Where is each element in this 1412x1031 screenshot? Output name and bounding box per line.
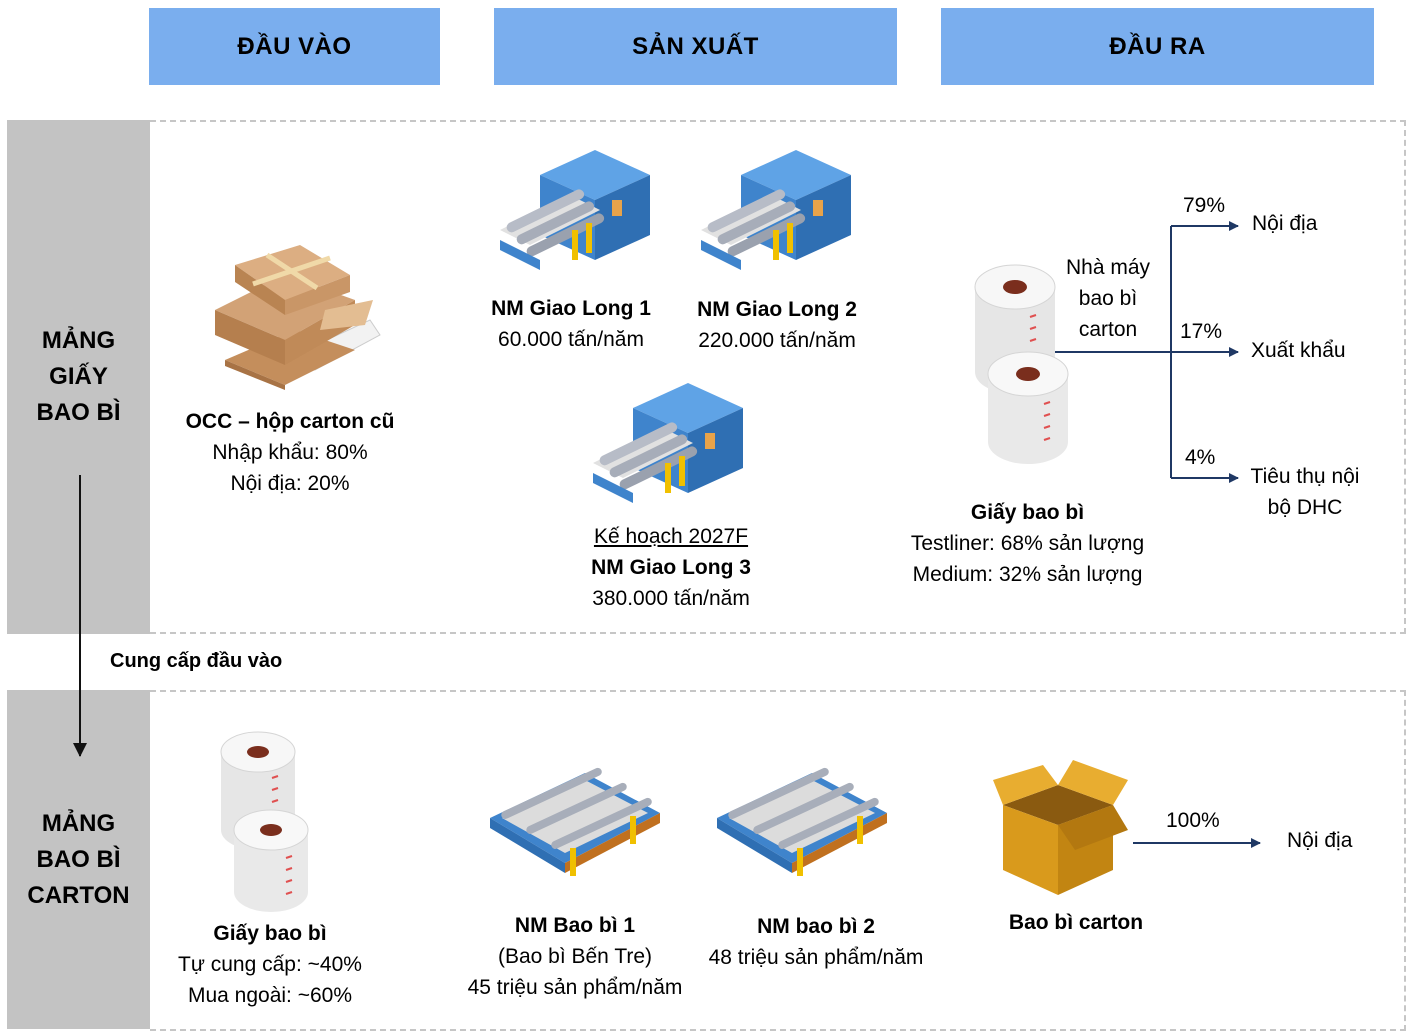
output-name: Giấy bao bì (970, 501, 1085, 524)
header-output: ĐẦU RA (941, 8, 1374, 85)
plant-caption: NM Giao Long 2 220.000 tấn/năm (672, 294, 882, 356)
plant-caption: NM Giao Long 1 60.000 tấn/năm (466, 293, 676, 355)
channel-share: 17% (1180, 320, 1223, 343)
plant-detail: 45 triệu sản phẩm/năm (467, 976, 683, 999)
plant-name: NM Giao Long 2 (697, 298, 857, 321)
paper-roll-icon (220, 731, 309, 912)
paper-machine-icon (701, 150, 851, 270)
channel-share: 4% (1185, 446, 1216, 469)
segment-title-line: MẢNG (41, 809, 116, 837)
plant-caption: Kế hoạch 2027F NM Giao Long 3 380.000 tấ… (560, 521, 782, 614)
segment-title-line: BAO BÌ (36, 845, 121, 873)
channel-tree-paper (1045, 221, 1239, 483)
plant-capacity: 220.000 tấn/năm (698, 329, 856, 352)
channel-label: Tiêu thụ nội bộ DHC (1240, 461, 1370, 523)
input-detail: Mua ngoài: ~60% (187, 984, 353, 1007)
paper-roll-icon (974, 264, 1069, 464)
output-name: Bao bì carton (1008, 911, 1144, 934)
channel-source-line: bao bì (1078, 287, 1138, 310)
plant-name: NM Bao bì 1 (514, 914, 636, 937)
channel-label: Xuất khẩu (1251, 339, 1346, 362)
channel-label: Nội địa (1287, 829, 1353, 852)
plant-caption: NM Bao bì 1 (Bao bì Bến Tre) 45 triệu sả… (440, 910, 710, 1003)
channel-share: 79% (1183, 194, 1226, 217)
plant-capacity: 380.000 tấn/năm (592, 587, 750, 610)
carton-box-icon (993, 760, 1128, 895)
corrugator-icon (717, 767, 887, 876)
segment-title-line: MẢNG (41, 327, 116, 354)
header-input: ĐẦU VÀO (149, 8, 440, 85)
plant-name: NM Giao Long 3 (591, 556, 751, 579)
paper-machine-icon (500, 150, 650, 270)
plant-caption: NM bao bì 2 48 triệu sản phẩm/năm (686, 911, 946, 973)
input-name: OCC – hộp carton cũ (185, 410, 395, 433)
segment-title-line: BAO BÌ (36, 399, 121, 426)
channel-label-line: Tiêu thụ nội (1250, 465, 1360, 488)
segment-label-paper: MẢNG GIẤY BAO BÌ (7, 120, 150, 634)
channel-source: Nhà máy bao bì carton (1048, 252, 1168, 345)
plant-name: NM bao bì 2 (757, 915, 875, 938)
segment-title-line: GIẤY (49, 363, 108, 390)
panel-paper (150, 120, 1406, 634)
channel-label-line: bộ DHC (1267, 496, 1343, 519)
output-detail: Testliner: 68% sản lượng (910, 532, 1145, 555)
plant-detail: (Bao bì Bến Tre) (497, 945, 653, 968)
input-name: Giấy bao bì (213, 922, 327, 945)
paper-input-caption: OCC – hộp carton cũ Nhập khẩu: 80% Nội đ… (160, 406, 420, 499)
cardboard-icon (215, 245, 381, 390)
packaging-output-caption: Bao bì carton (976, 907, 1176, 938)
channel-label: Nội địa (1252, 212, 1318, 235)
channel-share: 100% (1166, 809, 1220, 832)
link-label: Cung cấp đầu vào (110, 650, 283, 672)
plant-name: NM Giao Long 1 (491, 297, 651, 320)
channel-source-line: Nhà máy (1065, 256, 1151, 279)
packaging-input-caption: Giấy bao bì Tự cung cấp: ~40% Mua ngoài:… (150, 918, 390, 1011)
corrugator-icon (490, 767, 660, 876)
segment-title-line: CARTON (27, 881, 130, 909)
output-detail: Medium: 32% sản lượng (912, 563, 1143, 586)
paper-machine-icon (593, 383, 743, 503)
input-detail: Nhập khẩu: 80% (212, 441, 368, 464)
input-detail: Tự cung cấp: ~40% (178, 953, 362, 976)
header-production: SẢN XUẤT (494, 8, 897, 85)
channel-source-line: carton (1078, 318, 1138, 341)
paper-output-caption: Giấy bao bì Testliner: 68% sản lượng Med… (880, 497, 1175, 590)
plant-plan: Kế hoạch 2027F (593, 525, 749, 548)
plant-capacity: 60.000 tấn/năm (498, 328, 644, 351)
input-detail: Nội địa: 20% (230, 472, 350, 495)
plant-detail: 48 triệu sản phẩm/năm (708, 946, 924, 969)
